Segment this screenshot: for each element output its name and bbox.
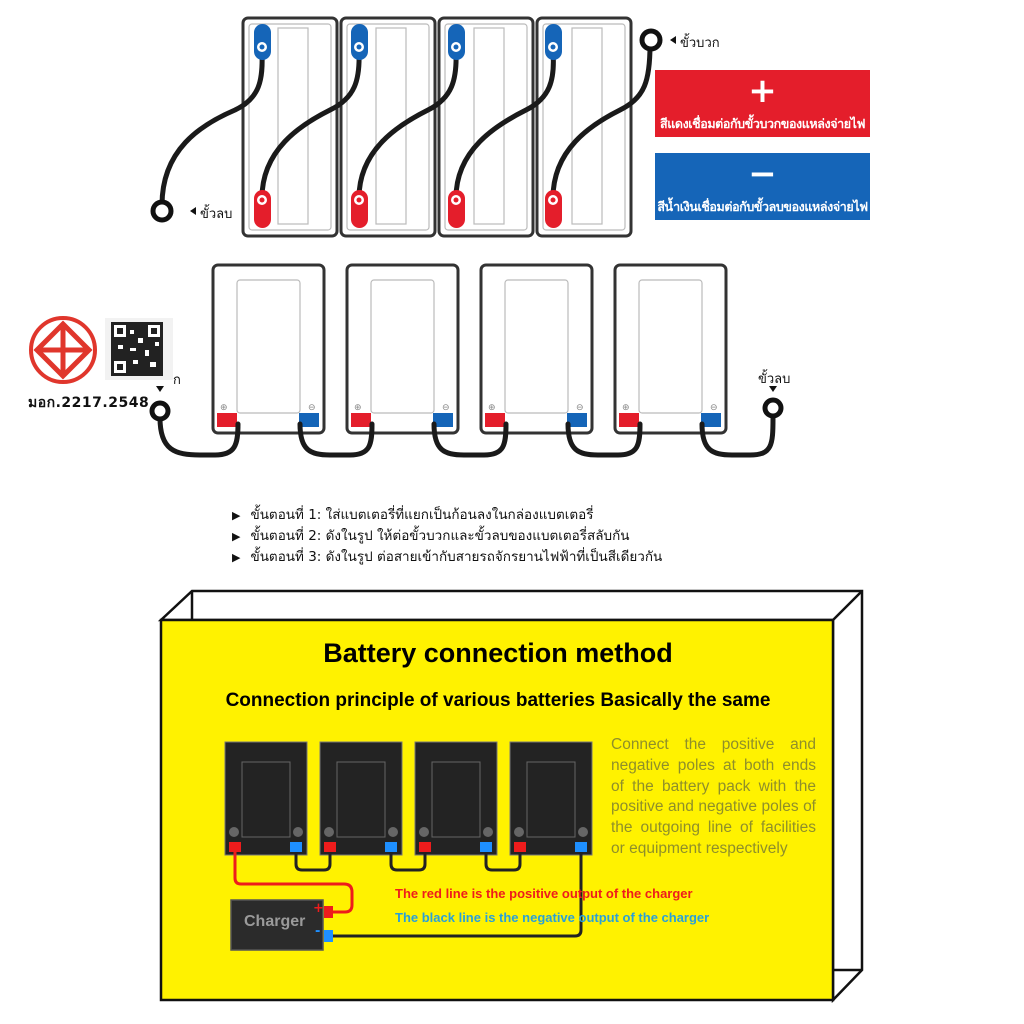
black-negative-line [332, 852, 583, 938]
tis-logo-icon [29, 316, 97, 384]
top-battery-1 [241, 16, 339, 238]
yellow-battery-group [224, 741, 593, 856]
right-pointer-icon [769, 386, 777, 392]
top-positive-terminals [254, 190, 562, 228]
bullet-arrow-icon: ▶ [232, 530, 241, 543]
legend-negative: − สีน้ำเงินเชื่อมต่อกับขั้วลบของแหล่งจ่า… [655, 153, 870, 220]
top-negative-ring-icon [150, 199, 174, 223]
top-battery-3 [437, 16, 535, 238]
middle-left-ring-icon [149, 400, 171, 422]
yellow-battery-1 [224, 741, 308, 856]
panel-subtitle: Connection principle of various batterie… [225, 690, 771, 711]
top-cables [159, 42, 653, 208]
panel-description: Connect the positive and negative poles … [611, 736, 816, 857]
middle-battery-4: ⊕⊖ [613, 263, 728, 435]
top-battery-2 [339, 16, 437, 238]
top-battery-4 [535, 16, 633, 238]
negative-pointer-icon [190, 207, 196, 215]
middle-battery-3: ⊕⊖ [479, 263, 594, 435]
minus-icon: − [748, 154, 777, 194]
top-positive-ring-icon [639, 28, 663, 52]
yellow-battery-3 [414, 741, 498, 856]
charger-negative-terminal [324, 930, 333, 942]
middle-battery-2: ⊕⊖ [345, 263, 460, 435]
top-positive-label: ขั้วบวก [680, 36, 720, 51]
positive-pointer-icon [670, 36, 676, 44]
svg-text:⊖: ⊖ [576, 403, 584, 413]
charger-minus-sign: - [315, 924, 321, 939]
red-line-note: The red line is the positive output of t… [395, 886, 693, 901]
yellow-battery-2 [319, 741, 403, 856]
top-negative-label: ขั้วลบ [200, 207, 233, 222]
middle-right-label: ขั้วลบ [758, 372, 791, 387]
middle-battery-group: ⊕⊖ ⊕⊖ ⊕⊖ ⊕⊖ [211, 263, 728, 435]
step-2: ▶ขั้นตอนที่ 2: ดังในรูป ให้ต่อขั้วบวกและ… [232, 526, 662, 547]
steps-list: ▶ขั้นตอนที่ 1: ใส่แบตเตอรี่ที่แยกเป็นก้อ… [232, 505, 662, 568]
plus-icon: + [748, 71, 777, 111]
svg-text:⊕: ⊕ [354, 403, 362, 413]
middle-cables [157, 415, 776, 458]
standard-number: มอก.2217.2548 [28, 395, 150, 411]
charger-plus-sign: + [313, 901, 324, 916]
qr-code-icon [105, 318, 173, 380]
red-positive-line [233, 852, 354, 914]
yellow-series-cables [294, 852, 522, 872]
middle-right-ring-icon [762, 397, 784, 419]
charger-label: Charger [244, 913, 306, 930]
bullet-arrow-icon: ▶ [232, 509, 241, 522]
yellow-battery-4 [509, 741, 593, 856]
legend-positive: + สีแดงเชื่อมต่อกับขั้วบวกของแหล่งจ่ายไฟ [655, 70, 870, 137]
black-line-note: The black line is the negative output of… [395, 910, 710, 925]
bullet-arrow-icon: ▶ [232, 551, 241, 564]
svg-text:⊕: ⊕ [220, 403, 228, 413]
svg-text:⊕: ⊕ [622, 403, 630, 413]
left-pointer-icon [156, 386, 164, 392]
panel-title: Battery connection method [323, 638, 673, 668]
svg-text:⊕: ⊕ [488, 403, 496, 413]
middle-battery-1: ⊕⊖ [211, 263, 326, 435]
legend-positive-text: สีแดงเชื่อมต่อกับขั้วบวกของแหล่งจ่ายไฟ [659, 116, 866, 131]
top-negative-terminals [254, 24, 562, 60]
step-1: ▶ขั้นตอนที่ 1: ใส่แบตเตอรี่ที่แยกเป็นก้อ… [232, 505, 662, 526]
legend-negative-text: สีน้ำเงินเชื่อมต่อกับขั้วลบของแหล่งจ่ายไ… [657, 199, 868, 214]
charger-box [230, 899, 324, 951]
charger-positive-terminal [324, 906, 333, 918]
svg-text:⊖: ⊖ [442, 403, 450, 413]
top-battery-group [241, 16, 633, 238]
svg-text:⊖: ⊖ [710, 403, 718, 413]
step-3: ▶ขั้นตอนที่ 3: ดังในรูป ต่อสายเข้ากับสาย… [232, 547, 662, 568]
middle-left-label: ก [173, 373, 181, 388]
svg-text:⊖: ⊖ [308, 403, 316, 413]
